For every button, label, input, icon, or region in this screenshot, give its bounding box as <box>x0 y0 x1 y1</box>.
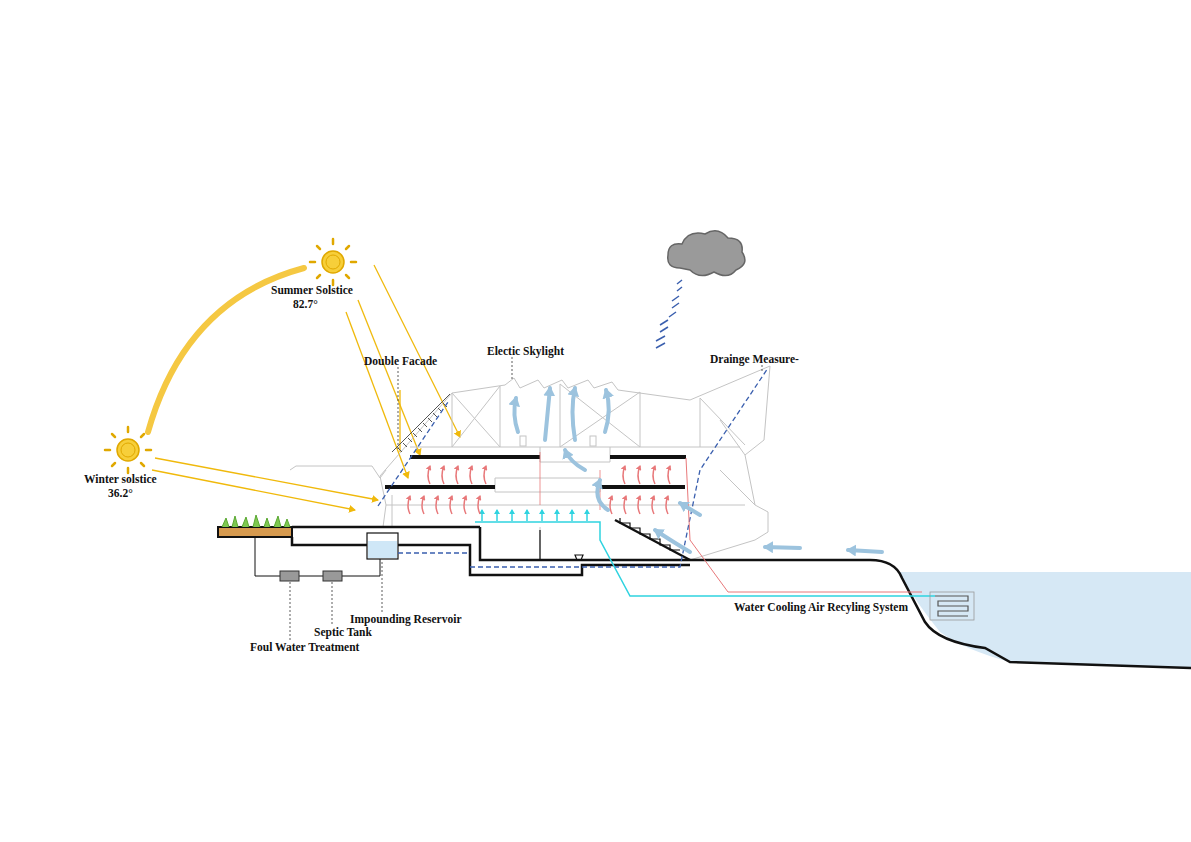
text-label: Water Cooling Air Recyling System <box>734 601 908 614</box>
text-label: 82.7° <box>293 298 318 311</box>
text-label: 36.2° <box>108 487 133 500</box>
text-label: Summer Solstice <box>271 284 353 297</box>
text-label: Electic Skylight <box>487 345 564 358</box>
text-label: Double Facade <box>364 355 437 368</box>
text-label: Septic Tank <box>314 626 372 639</box>
text-label: Winter solstice <box>84 473 157 486</box>
text-label: Foul Water Treatment <box>250 641 359 654</box>
text-label: Impounding Reservoir <box>350 613 462 626</box>
text-label: Drainge Measure- <box>710 353 799 366</box>
